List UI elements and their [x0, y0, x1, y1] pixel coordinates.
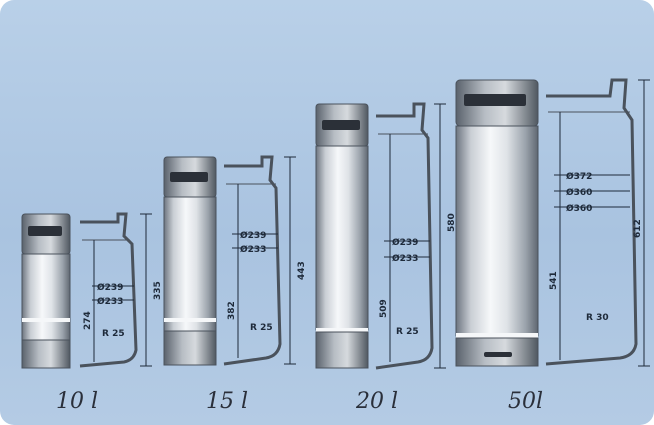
- keg-20-section: [375, 102, 434, 370]
- keg-20-inner-diameter: Ø233: [392, 253, 418, 264]
- keg-20-inner-height: 509: [379, 299, 389, 318]
- keg-10-group: Ø239 Ø233 R 25 274 335 10 l: [21, 212, 163, 414]
- keg-10-body: [21, 253, 71, 341]
- keg-10-rim: [22, 318, 70, 322]
- keg-10-outer-diameter: Ø239: [97, 282, 123, 293]
- keg-10-handle-slot: [28, 226, 62, 236]
- keg-20-caption: 20 l: [355, 389, 398, 414]
- keg-10-inner-diameter: Ø233: [97, 296, 123, 307]
- keg-50-section: [545, 78, 638, 366]
- keg-20-body: [315, 145, 369, 331]
- keg-15-outer-diameter: Ø239: [240, 230, 266, 241]
- keg-50-total-height: 612: [633, 219, 643, 238]
- keg-10-section: [79, 212, 138, 368]
- keg-50-caption: 50l: [508, 389, 543, 414]
- keg-10-radius: R 25: [102, 329, 125, 339]
- keg-20-group: Ø239 Ø233 R 25 509 580 20 l: [315, 102, 457, 414]
- keg-15-total-height: 443: [297, 261, 307, 280]
- keg-15-radius: R 25: [250, 323, 273, 333]
- keg-15-section: [223, 155, 282, 366]
- keg-50-body: [455, 125, 539, 337]
- keg-15-inner-height: 382: [227, 301, 237, 320]
- keg-20-total-height: 580: [447, 213, 457, 232]
- keg-15-body: [163, 196, 217, 332]
- keg-15-rim: [164, 318, 216, 322]
- keg-15-group: Ø239 Ø233 R 25 382 443 15 l: [163, 155, 307, 414]
- keg-15-handle-slot: [170, 172, 208, 182]
- keg-20-rim: [316, 328, 368, 332]
- keg-15-caption: 15 l: [206, 389, 248, 414]
- keg-15-bottom-chime: [163, 330, 217, 366]
- keg-50-outer-diameter: Ø372: [566, 171, 592, 182]
- keg-15-inner-diameter: Ø233: [240, 244, 266, 255]
- keg-20-outer-diameter: Ø239: [392, 237, 418, 248]
- keg-10-inner-height: 274: [83, 311, 93, 330]
- keg-50-inner-diameter: Ø360: [566, 203, 592, 214]
- keg-20-handle-slot: [322, 120, 360, 130]
- keg-50-rim: [456, 333, 538, 338]
- keg-10-caption: 10 l: [56, 389, 98, 414]
- keg-50-mid-diameter: Ø360: [566, 187, 592, 198]
- keg-50-radius: R 30: [586, 313, 609, 323]
- keg-10-bottom-chime: [21, 339, 71, 369]
- keg-20-radius: R 25: [396, 327, 419, 337]
- keg-50-handle-slot: [464, 94, 526, 106]
- keg-20-bottom-chime: [315, 331, 369, 369]
- keg-50-base-slot: [484, 352, 512, 357]
- keg-10-total-height: 335: [153, 281, 163, 300]
- keg-50-group: Ø372 Ø360 Ø360 R 30 541 612 50l: [455, 78, 650, 414]
- keg-50-inner-height: 541: [549, 271, 559, 290]
